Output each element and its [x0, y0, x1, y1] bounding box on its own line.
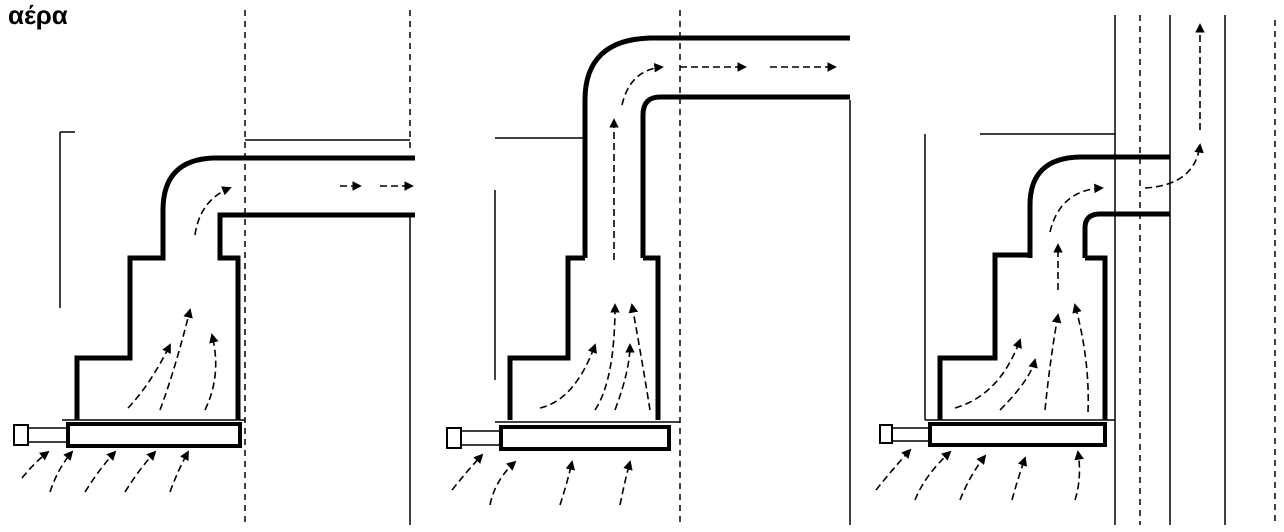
fireplace-body-3: [925, 252, 1115, 421]
panel-1: [13, 10, 415, 525]
airflow-arrows-2: [451, 62, 837, 506]
room-walls-1: [59, 10, 411, 525]
airflow-arrows-1: [21, 181, 414, 493]
air-intake-tube-3: [879, 422, 1107, 447]
fireplace-body-2: [495, 255, 680, 423]
panel-3: [875, 15, 1276, 525]
flue-duct-1: [160, 155, 415, 248]
room-walls-2: [494, 10, 851, 525]
room-walls-3: [924, 15, 1276, 525]
caption-text: αέρα: [8, 0, 68, 30]
flue-duct-2: [582, 35, 850, 258]
air-intake-tube-1: [13, 422, 242, 448]
fireplace-body-1: [62, 248, 245, 421]
flue-duct-3: [1027, 154, 1170, 258]
panel-2: [446, 10, 851, 525]
airflow-arrows-3: [875, 23, 1205, 501]
air-intake-tube-2: [446, 425, 671, 451]
